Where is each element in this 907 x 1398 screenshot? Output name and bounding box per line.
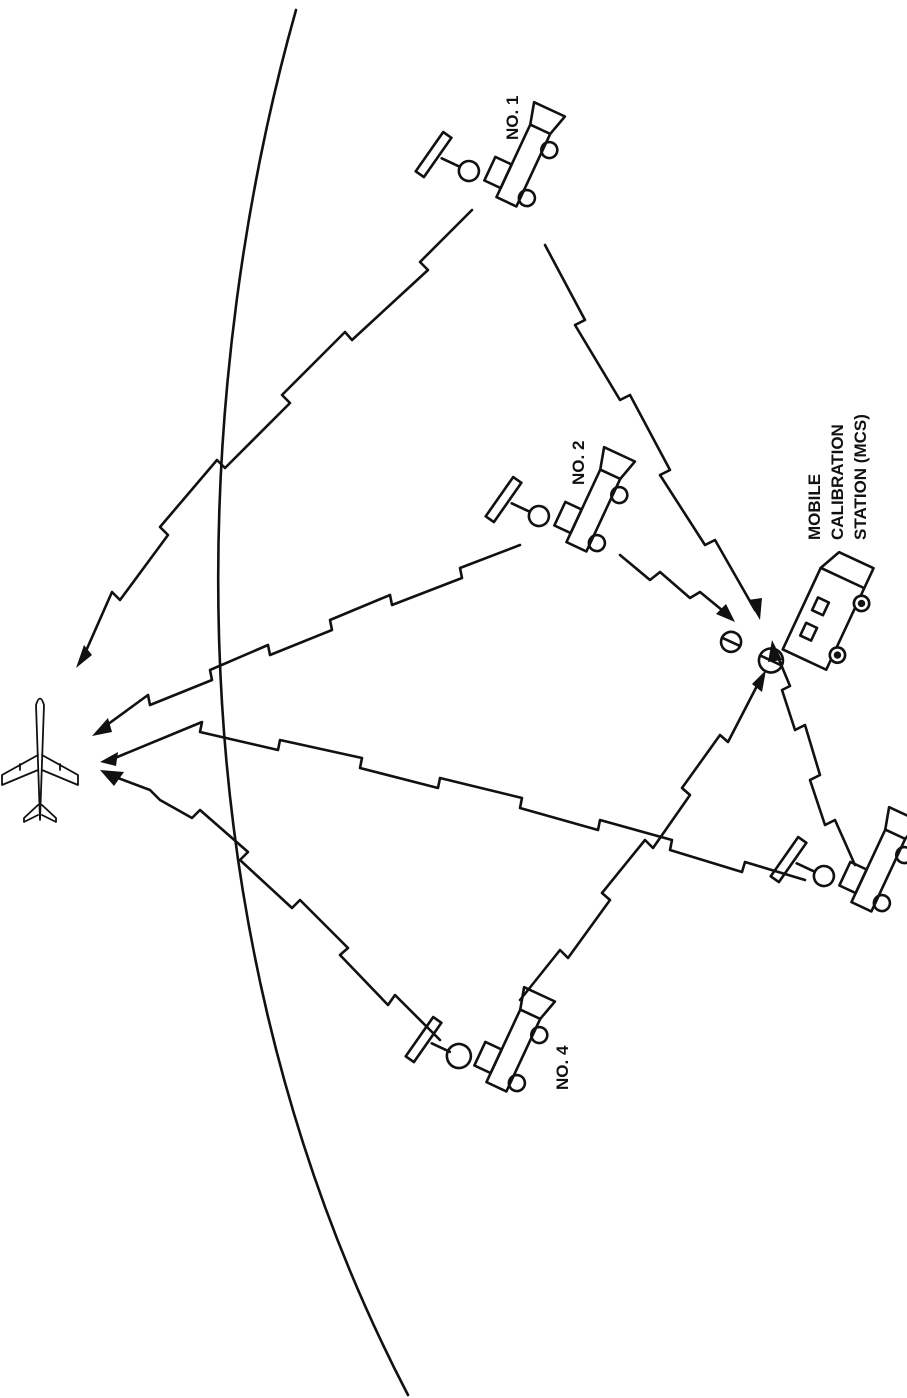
- station-1: [415, 69, 572, 224]
- mcs-label: MOBILE CALIBRATION STATION (MCS): [805, 414, 870, 540]
- link-station2-aircraft: [100, 545, 520, 730]
- mcs-label-line2: CALIBRATION: [828, 424, 847, 540]
- link-station2-mcs: [620, 555, 728, 615]
- station-1-label: NO. 1: [503, 96, 522, 140]
- mcs-label-line1: MOBILE: [805, 474, 824, 540]
- station-2: [485, 414, 642, 569]
- aircraft-icon: [2, 699, 78, 823]
- link-station1-aircraft: [82, 210, 472, 660]
- link-station3-aircraft: [110, 722, 805, 880]
- horizon-curve: [218, 10, 408, 1395]
- mobile-calibration-station: [717, 523, 885, 700]
- station-4-label: NO. 4: [553, 1045, 572, 1090]
- link-station4-mcs: [520, 680, 760, 1000]
- station-2-label: NO. 2: [569, 441, 588, 485]
- signal-links: [76, 210, 855, 1040]
- link-station1-mcs: [545, 245, 755, 610]
- link-station4-aircraft: [110, 775, 440, 1040]
- mcs-label-line3: STATION (MCS): [851, 414, 870, 540]
- station-3: [770, 774, 907, 929]
- link-station3-mcs: [775, 650, 855, 865]
